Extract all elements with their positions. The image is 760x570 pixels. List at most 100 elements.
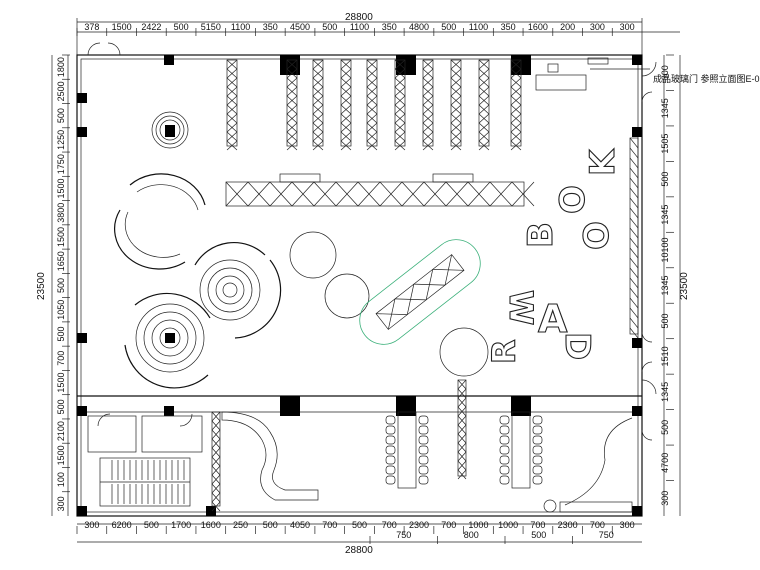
- top-dim-7: 4500: [290, 22, 310, 32]
- left-dim-17: 100: [56, 472, 66, 487]
- top-dim-6: 350: [263, 22, 278, 32]
- left-dim-10: 1050: [56, 300, 66, 320]
- bottom-dim-9: 500: [352, 520, 367, 530]
- bottom-dim-0: 300: [84, 520, 99, 530]
- bottom-dim-14: 1000: [498, 520, 518, 530]
- ramp-path: [221, 411, 319, 501]
- bottom-dim-16: 2300: [558, 520, 578, 530]
- bookshelf-5: [366, 59, 378, 151]
- top-dim-14: 350: [501, 22, 516, 32]
- left-dim-16: 1500: [56, 445, 66, 465]
- top-dim-11: 4800: [409, 22, 429, 32]
- bottom-dim-6: 500: [263, 520, 278, 530]
- top-dim-18: 300: [620, 22, 635, 32]
- letter-o2: O: [577, 221, 617, 250]
- chair: [532, 415, 543, 425]
- round-table-top: [151, 111, 189, 149]
- letter-d: D: [557, 332, 597, 360]
- chair: [385, 435, 396, 445]
- top-dim-17: 300: [590, 22, 605, 32]
- chair: [385, 425, 396, 435]
- bottom-dim-8: 700: [322, 520, 337, 530]
- door-swings: [87, 42, 653, 441]
- round-tables-center: [289, 231, 489, 377]
- top-dim-13: 1100: [469, 22, 488, 32]
- top-dim-8: 500: [322, 22, 337, 32]
- chair: [499, 475, 510, 485]
- left-dim-6: 3800: [56, 203, 66, 223]
- top-dim-1: 1500: [112, 22, 132, 32]
- total-height-left: 23500: [36, 272, 47, 300]
- bottom-dim-5: 250: [233, 520, 248, 530]
- right-dim-0: 300: [660, 65, 670, 80]
- bottom-dim-10: 700: [382, 520, 397, 530]
- top-dim-3: 500: [174, 22, 189, 32]
- bookshelf-7: [422, 59, 434, 151]
- top-dim-10: 350: [382, 22, 397, 32]
- bottom-sub-dim-3: 750: [599, 530, 614, 540]
- bookshelf-rows: [226, 59, 522, 151]
- bookshelf-3: [312, 59, 324, 151]
- bookshelf-2: [286, 59, 298, 151]
- chair: [532, 465, 543, 475]
- left-dim-1: 2500: [56, 81, 66, 101]
- bookshelf-1: [226, 59, 238, 151]
- top-dim-9: 1100: [350, 22, 369, 32]
- chair: [532, 425, 543, 435]
- letter-o1: O: [553, 185, 593, 214]
- right-dim-10: 500: [660, 420, 670, 435]
- right-dim-7: 500: [660, 313, 670, 328]
- bookshelf-8: [450, 59, 462, 151]
- reception-desk: 成品玻璃门 参照立面图E-03: [535, 57, 760, 91]
- right-dim-8: 1510: [660, 346, 670, 366]
- bottom-sub-dim-1: 800: [464, 530, 479, 540]
- left-dimension-chain: 23500 1800 2500 500 1250 1750 1500 3800 1500 165…: [36, 54, 70, 516]
- chair: [499, 425, 510, 435]
- right-dim-3: 500: [660, 172, 670, 187]
- bottom-dim-15: 700: [530, 520, 545, 530]
- right-dim-11: 4700: [660, 453, 670, 473]
- top-dim-4: 5150: [201, 22, 221, 32]
- chair: [385, 415, 396, 425]
- total-width-bottom: 28800: [345, 545, 373, 556]
- left-dim-11: 500: [56, 327, 66, 342]
- chair: [418, 425, 429, 435]
- chair: [385, 445, 396, 455]
- top-dim-12: 500: [441, 22, 456, 32]
- left-dim-4: 1750: [56, 154, 66, 174]
- left-dim-15: 2100: [56, 421, 66, 441]
- chair: [385, 455, 396, 465]
- total-height-right: 23500: [679, 272, 690, 300]
- left-dim-3: 1250: [56, 130, 66, 150]
- chair: [418, 465, 429, 475]
- letter-w: W: [502, 290, 540, 325]
- bookshelf-6: [394, 59, 406, 151]
- right-dim-9: 1345: [660, 382, 670, 402]
- letter-a: A: [538, 297, 568, 341]
- left-dim-8: 1650: [56, 251, 66, 271]
- top-dim-16: 200: [560, 22, 575, 32]
- chair: [532, 475, 543, 485]
- right-dim-2: 1505: [660, 134, 670, 154]
- letter-k: K: [583, 148, 623, 176]
- chair: [499, 465, 510, 475]
- letter-r: R: [485, 339, 523, 364]
- bottom-sub-dim-2: 500: [531, 530, 546, 540]
- glass-door-note: 成品玻璃门 参照立面图E-03: [653, 73, 760, 84]
- total-width-top: 28800: [345, 12, 373, 23]
- left-dim-5: 1500: [56, 178, 66, 198]
- bottom-sub-dim-0: 750: [396, 530, 411, 540]
- stair-core: [87, 413, 203, 507]
- bottom-dim-11: 2300: [409, 520, 429, 530]
- chair: [418, 445, 429, 455]
- long-display-shelf: [225, 173, 535, 207]
- chair: [532, 445, 543, 455]
- top-dim-2: 2422: [141, 22, 161, 32]
- right-dim-1: 1345: [660, 98, 670, 118]
- left-dim-0: 1800: [56, 57, 66, 77]
- bottom-dim-1: 6200: [112, 520, 132, 530]
- bottom-dim-7: 4050: [290, 520, 310, 530]
